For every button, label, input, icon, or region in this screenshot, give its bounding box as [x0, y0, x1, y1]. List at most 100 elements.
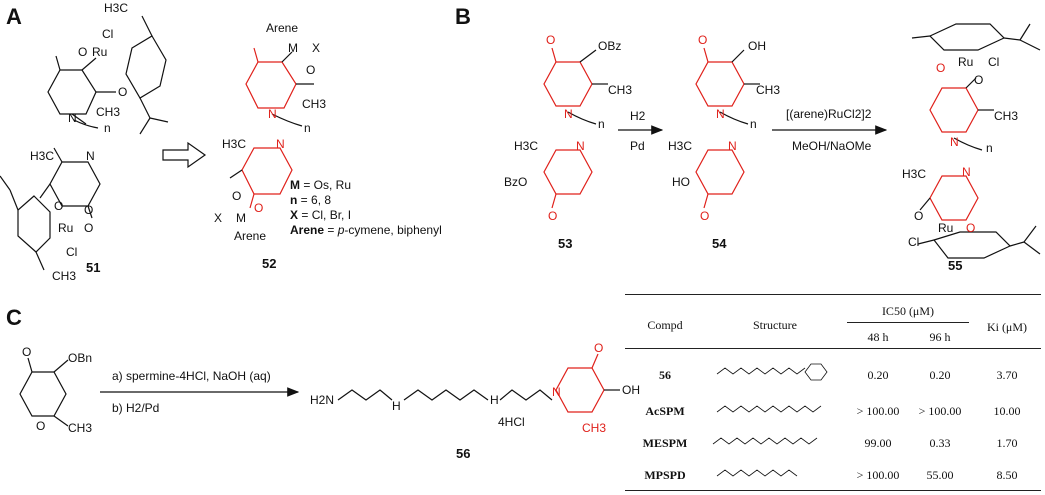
- compound-55-structure: [911, 23, 1041, 259]
- c-o-top: O: [22, 345, 31, 359]
- row-mpspd-ki: 8.50: [996, 468, 1018, 482]
- b53-ch3: CH3: [608, 83, 632, 97]
- a51-o-top: O: [78, 45, 87, 59]
- row-mespm-structure: [712, 437, 818, 445]
- step1-reagent-top: H2: [630, 109, 646, 123]
- legend-row-x: X = Cl, Br, I: [290, 208, 352, 222]
- panel-label-b: B: [455, 4, 471, 29]
- a52-h3c: H3C: [222, 137, 246, 151]
- table-rule-ic50: [847, 322, 969, 323]
- b53-n-top: N: [564, 107, 573, 121]
- panel-label-a: A: [6, 4, 22, 29]
- header-48h: 48 h: [867, 330, 889, 344]
- b53-h3c: H3C: [514, 139, 538, 153]
- compound-56-structure: [337, 353, 620, 413]
- c56-h-1: H: [392, 399, 401, 413]
- panel-a-legend: M = Os, Ru n = 6, 8 X = Cl, Br, I Arene …: [290, 178, 442, 238]
- a51-ru-top: Ru: [92, 45, 107, 59]
- c56-h-2: H: [490, 393, 499, 407]
- row-56-compd: 56: [659, 368, 671, 382]
- compound-54-structure: [695, 47, 760, 209]
- b55-o-top2: O: [974, 73, 983, 87]
- b55-cl-top: Cl: [988, 55, 999, 69]
- step1-reagent-bottom: Pd: [630, 139, 645, 153]
- a52-n-top: N: [268, 107, 277, 121]
- compound-label-52: 52: [262, 256, 276, 271]
- a51-o-bottom3: O: [84, 203, 93, 217]
- b55-o-top: O: [936, 61, 945, 75]
- b54-subscript-n: n: [750, 117, 757, 131]
- b54-oh: OH: [748, 39, 766, 53]
- b54-n-top: N: [716, 107, 725, 121]
- a51-o-bottom: O: [54, 199, 63, 213]
- a51-cl-bottom: Cl: [66, 245, 77, 259]
- row-acspm-ic96: > 100.00: [918, 404, 962, 418]
- a51-o-bottom2: O: [84, 221, 93, 235]
- b55-ch3: CH3: [994, 109, 1018, 123]
- a51-ch3-bottom: CH3: [52, 269, 76, 283]
- step-a-reagent: a) spermine-4HCl, NaOH (aq): [112, 369, 271, 383]
- row-mpspd-ic48: > 100.00: [856, 468, 900, 482]
- b55-n-bottom: N: [962, 165, 971, 179]
- a52-m-bottom: M: [236, 211, 246, 225]
- compound-label-54: 54: [712, 236, 727, 251]
- row-mespm-compd: MESPM: [642, 436, 688, 450]
- panel-label-c: C: [6, 305, 22, 330]
- row-mpspd-compd: MPSPD: [644, 468, 686, 482]
- c56-o: O: [594, 341, 603, 355]
- b55-h3c: H3C: [902, 167, 926, 181]
- a52-x-bottom: X: [214, 211, 222, 225]
- header-96h: 96 h: [929, 330, 951, 344]
- compound-label-55: 55: [948, 258, 962, 273]
- a51-n-top: N: [68, 111, 77, 125]
- header-ic50: IC50 (μM): [881, 304, 935, 318]
- a51-o-top2: O: [118, 85, 127, 99]
- b54-n-bottom: N: [728, 139, 737, 153]
- row-56-ic48: 0.20: [867, 368, 889, 382]
- a51-subscript-n: n: [104, 121, 111, 135]
- activity-table: Compd Structure IC50 (μM) 48 h 96 h Ki (…: [625, 294, 1041, 492]
- header-ki: Ki (μM): [986, 320, 1028, 334]
- table-rule-header: [625, 348, 1041, 349]
- b55-subscript-n: n: [986, 141, 993, 155]
- b55-ru-bottom: Ru: [938, 221, 953, 235]
- a51-cl-top: Cl: [102, 27, 113, 41]
- compound-label-51: 51: [86, 260, 100, 275]
- row-acspm-ic48: > 100.00: [856, 404, 900, 418]
- step-b-reagent: b) H2/Pd: [112, 401, 159, 415]
- table-rule-bottom: [625, 490, 1041, 491]
- row-acspm-structure: [716, 405, 822, 413]
- legend-row-m: M = Os, Ru: [290, 178, 352, 192]
- b54-h3c: H3C: [668, 139, 692, 153]
- row-56-ki: 3.70: [996, 368, 1018, 382]
- row-mespm-ic48: 99.00: [864, 436, 892, 450]
- compound-51-structure: [0, 15, 169, 271]
- b53-o-bottom: O: [548, 209, 557, 223]
- c-obn: OBn: [68, 351, 92, 365]
- b54-ho: HO: [672, 175, 690, 189]
- header-compd: Compd: [647, 318, 683, 332]
- a52-o-top: O: [306, 63, 315, 77]
- b53-bzo: BzO: [504, 175, 527, 189]
- a51-n-bottom: N: [86, 149, 95, 163]
- b54-o-bottom: O: [700, 209, 709, 223]
- b53-obz: OBz: [598, 39, 621, 53]
- b55-o-bottom: O: [914, 209, 923, 223]
- step2-reagent-top: [(arene)RuCl2]2: [786, 107, 872, 121]
- a51-h3c: H3C: [104, 1, 128, 15]
- b53-subscript-n: n: [598, 117, 605, 131]
- a52-ch3: CH3: [302, 97, 326, 111]
- compound-53-structure: [543, 47, 608, 209]
- row-mpspd-ic96: 55.00: [926, 468, 954, 482]
- c-ch3: CH3: [68, 421, 92, 435]
- row-mespm-ki: 1.70: [996, 436, 1018, 450]
- b54-ch3: CH3: [756, 83, 780, 97]
- a51-h3c-mid: H3C: [30, 149, 54, 163]
- c56-salt: 4HCl: [498, 415, 525, 429]
- b55-n-top: N: [950, 135, 959, 149]
- compound-label-56: 56: [456, 446, 470, 461]
- c56-h2n: H2N: [310, 393, 334, 407]
- compound-52-structure: [229, 47, 314, 209]
- a52-o-bottom2: O: [254, 201, 263, 215]
